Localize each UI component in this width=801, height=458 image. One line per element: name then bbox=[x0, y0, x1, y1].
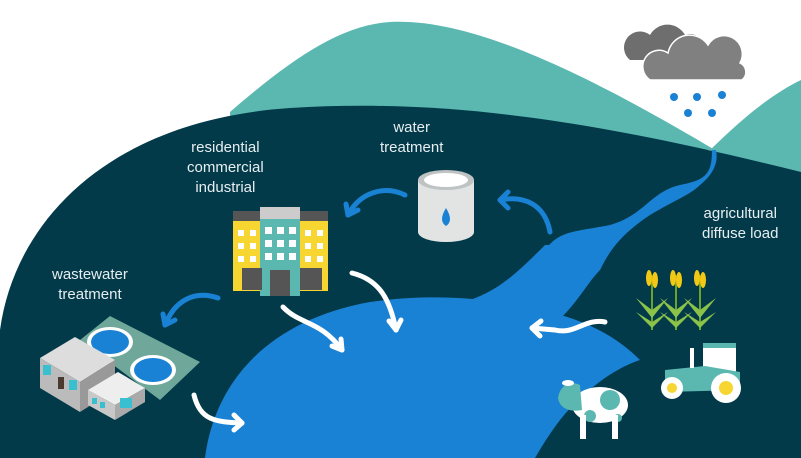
label-line: diffuse load bbox=[702, 225, 779, 242]
arrow-wastewater-to-lake bbox=[191, 392, 245, 426]
arrow-building-to-lake-1 bbox=[349, 270, 399, 333]
label-water-treatment: water treatment bbox=[380, 118, 443, 158]
flow-arrows bbox=[160, 188, 608, 433]
label-line: wastewater bbox=[52, 266, 128, 283]
arrow-agri-to-river bbox=[529, 318, 608, 334]
label-line: agricultural bbox=[703, 205, 777, 222]
river bbox=[510, 150, 717, 340]
label-residential: residential commercial industrial bbox=[187, 138, 264, 198]
building-icon bbox=[233, 207, 328, 296]
corn-icon bbox=[636, 270, 716, 330]
water-tank-icon bbox=[418, 170, 474, 242]
label-agricultural: agricultural diffuse load bbox=[702, 204, 778, 244]
wastewater-plant-icon bbox=[40, 316, 200, 420]
rain-cloud-icon bbox=[623, 24, 747, 117]
arrow-building-to-wastewater bbox=[162, 292, 221, 328]
arrow-building-to-lake-2 bbox=[280, 304, 345, 353]
lake bbox=[205, 297, 640, 458]
label-line: water bbox=[393, 119, 431, 136]
label-line: residential bbox=[191, 139, 260, 156]
tractor-icon bbox=[661, 343, 741, 403]
cow-icon bbox=[558, 380, 628, 439]
label-wastewater: wastewater treatment bbox=[52, 265, 128, 305]
label-line: treatment bbox=[58, 286, 122, 303]
label-line: industrial bbox=[195, 179, 256, 196]
label-line: commercial bbox=[187, 159, 264, 176]
hill-right bbox=[700, 80, 801, 175]
arrow-river-to-treatment bbox=[497, 196, 553, 235]
label-line: treatment bbox=[380, 139, 444, 156]
arrow-treatment-to-building bbox=[345, 188, 408, 218]
